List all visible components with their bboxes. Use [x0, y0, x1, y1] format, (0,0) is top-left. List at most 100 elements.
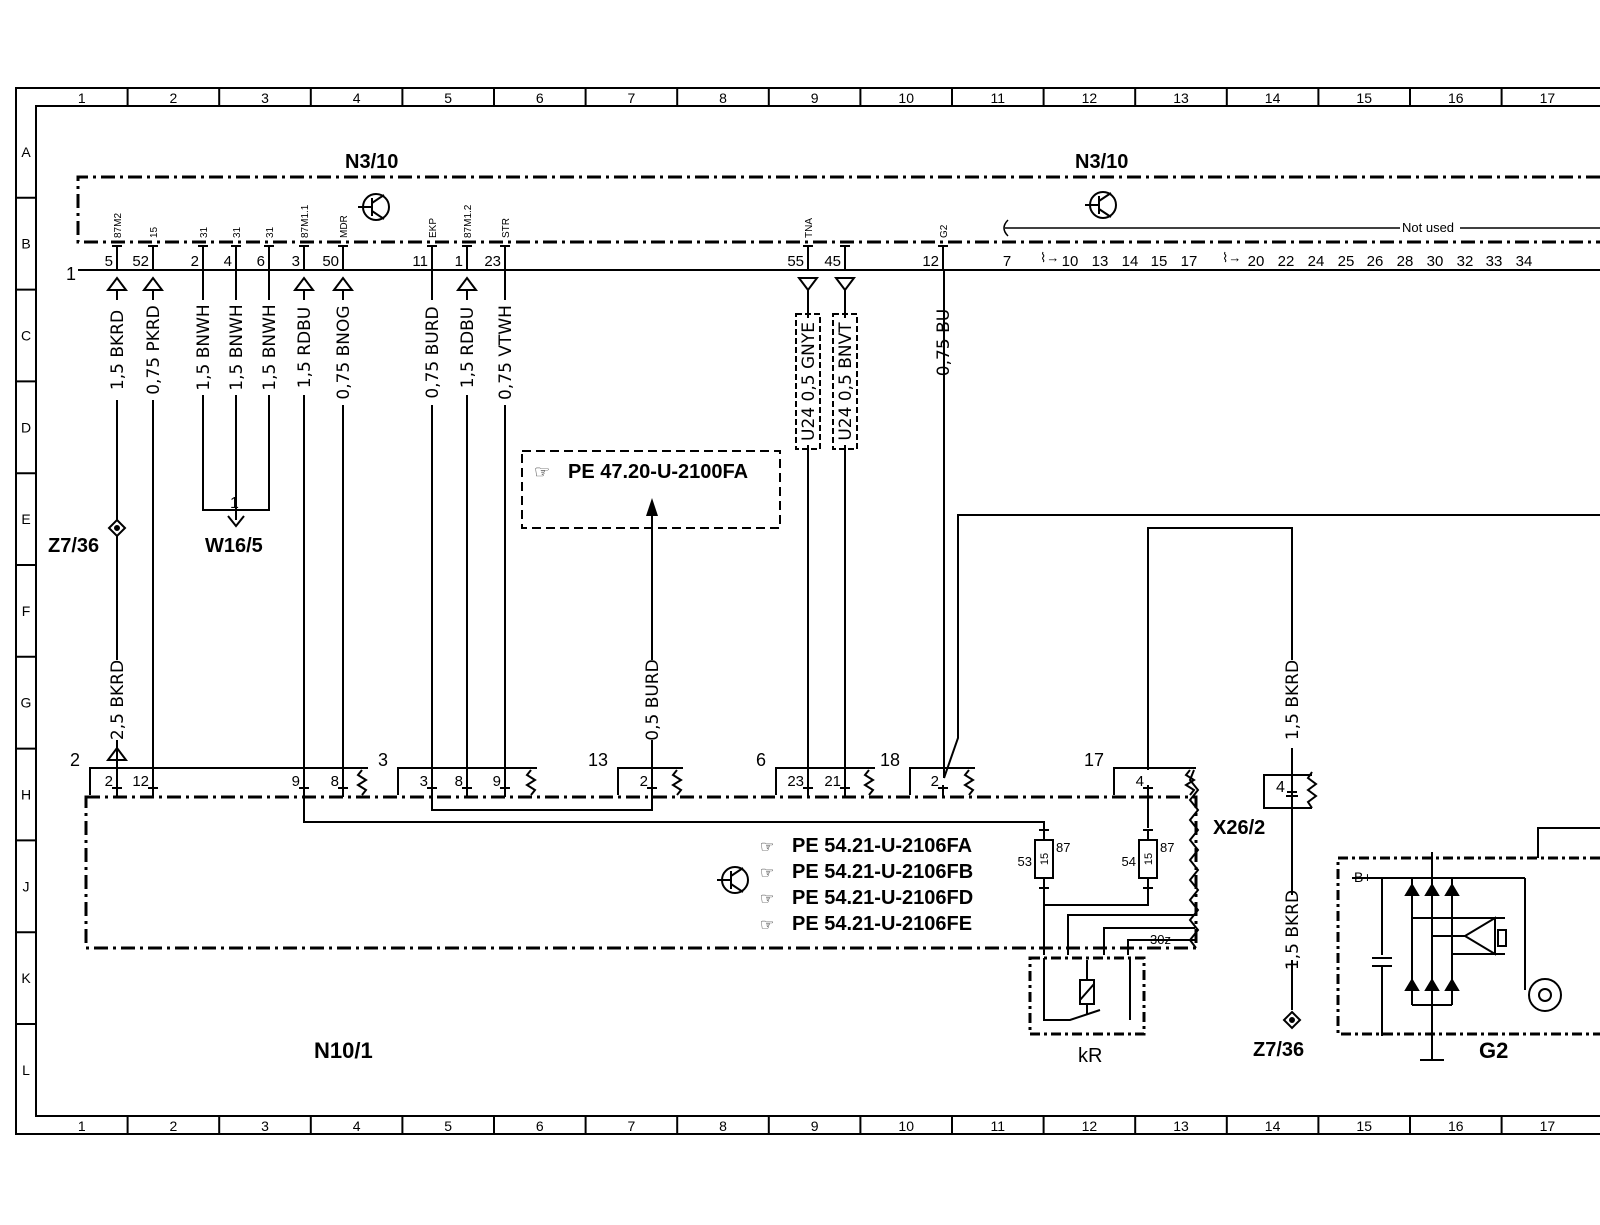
- grid-col-label-top: 1: [78, 90, 86, 106]
- b-plus-label: B+: [1354, 869, 1372, 885]
- ground-zigzag: [356, 769, 368, 796]
- wire-label: U24 0,5 BNVT: [836, 322, 856, 441]
- z7-36-splice-top: [107, 518, 127, 538]
- grid-col-label-bottom: 17: [1540, 1118, 1556, 1134]
- connector-housing: [397, 767, 537, 795]
- plug-label: 18: [880, 750, 900, 770]
- grid-col-label-bottom: 7: [628, 1118, 636, 1134]
- right-wiring: [943, 270, 1600, 1010]
- arrow-up-icon: [646, 498, 658, 660]
- pin-number: 9: [493, 773, 501, 790]
- arrow-down-icon: [797, 277, 819, 292]
- grid-row-label: H: [21, 787, 31, 803]
- pin-number: 52: [132, 253, 149, 270]
- pin-number: 6: [257, 253, 265, 270]
- pin-number: 23: [787, 773, 804, 790]
- wire-label: 1,5 RDBU: [295, 307, 315, 388]
- grid-col-label-bottom: 15: [1356, 1118, 1372, 1134]
- n10-1-module: N10/1: [84, 795, 1198, 1063]
- pin-terminal: [427, 245, 437, 256]
- pin-number: 4: [1136, 773, 1144, 790]
- unused-pin-number: 13: [1092, 253, 1109, 270]
- pin-number: 11: [412, 253, 428, 270]
- grid-col-label-bottom: 4: [353, 1118, 361, 1134]
- transistor-icon: [1085, 191, 1117, 219]
- unused-pin-number: 34: [1516, 253, 1533, 270]
- pin-terminal: [338, 245, 348, 256]
- pin-terminal: [462, 785, 472, 797]
- ground-zigzag: [963, 769, 975, 796]
- pin-number: 1: [455, 253, 463, 270]
- unused-pin-number: 7: [1003, 253, 1011, 270]
- pin-number: 2: [105, 773, 113, 790]
- unused-pin-number: 24: [1308, 253, 1325, 270]
- plug-label: 3: [378, 750, 388, 770]
- arrow-down-icon: [834, 277, 856, 292]
- pin-signal: EKP: [428, 218, 439, 238]
- wire-label: 1,5 BKRD: [1283, 660, 1303, 740]
- grid-col-label-top: 5: [444, 90, 452, 106]
- unused-pin-number: 25: [1338, 253, 1355, 270]
- pin-terminal: [338, 785, 348, 797]
- ground-zigzag: [1184, 769, 1196, 796]
- x26-2-connector: [1263, 771, 1318, 809]
- pointer-hand-icon: ☞: [760, 917, 774, 934]
- n3-10-label-right: N3/10: [1075, 151, 1128, 173]
- fuse-in-pin: 53: [1018, 854, 1032, 869]
- g2-label: G2: [1479, 1038, 1508, 1063]
- grid-row-label: B: [21, 236, 30, 252]
- grid-col-label-bottom: 12: [1082, 1118, 1098, 1134]
- connector-housing: [909, 767, 975, 795]
- connector-housing: [775, 767, 875, 795]
- unused-pin-number: 20: [1248, 253, 1265, 270]
- grid-col-label-bottom: 10: [898, 1118, 914, 1134]
- fuse-value: 15: [1143, 853, 1155, 865]
- reference-link: PE 54.21-U-2106FA: [792, 835, 972, 857]
- pin-terminal: [803, 785, 813, 797]
- unused-pin-number: 33: [1486, 253, 1503, 270]
- wire-label: 2,5 BKRD: [108, 660, 128, 740]
- pin-terminal: [500, 785, 510, 797]
- pin-number: 4: [224, 253, 232, 270]
- unused-pin-number: 14: [1122, 253, 1139, 270]
- wire-label: 1,5 BKRD: [1283, 890, 1303, 970]
- grid-row-label: J: [23, 878, 30, 894]
- pointer-hand-icon: ☞: [760, 839, 774, 856]
- wire-label: U24 0,5 GNYE: [799, 322, 819, 441]
- pin-number: 2: [931, 773, 939, 790]
- grid-col-label-top: 8: [719, 90, 727, 106]
- pin-number: 50: [322, 253, 339, 270]
- pin-signal: 87M1.2: [463, 204, 474, 238]
- wire-label: 1,5 BNWH: [194, 304, 214, 390]
- pin-terminal: [112, 245, 122, 256]
- pin-number: 8: [331, 773, 339, 790]
- pin-signal: MDR: [339, 215, 350, 238]
- pin-terminal: [500, 245, 510, 256]
- pin-terminal: [231, 245, 241, 256]
- wire-label: 0,75 PKRD: [144, 305, 164, 395]
- pin-terminal: [840, 785, 850, 797]
- not-used-jump-icon: ⌇→: [1222, 250, 1241, 265]
- pin-number: 9: [292, 773, 300, 790]
- pointer-hand-icon: ☞: [760, 891, 774, 908]
- pin-signal: TNA: [804, 218, 815, 238]
- unused-pin-number: 22: [1278, 253, 1295, 270]
- grid-column-labels: 1122334455667788991010111112121313141415…: [78, 88, 1555, 1134]
- unused-pin-number: 32: [1457, 253, 1474, 270]
- pin-terminal: [148, 785, 158, 797]
- connector-pins: 587M25215231431631387M1.150MDR11EKP187M1…: [105, 204, 950, 292]
- pin-signal: 87M2: [113, 213, 124, 238]
- arrow-up-icon: [142, 276, 164, 291]
- arrow-up-icon: [106, 276, 128, 291]
- connector-housing: [1113, 767, 1196, 795]
- frame: [15, 87, 1600, 1135]
- pin-number: 23: [484, 253, 501, 270]
- grid-col-label-bottom: 16: [1448, 1118, 1464, 1134]
- pin-terminal: [938, 785, 948, 797]
- ground-zigzag: [671, 769, 683, 796]
- not-used-bracket: [1003, 219, 1600, 237]
- grid-row-label: G: [21, 695, 32, 711]
- fuse-out-pin: 87: [1056, 840, 1070, 855]
- z7-36-bottom-label: Z7/36: [1253, 1039, 1304, 1061]
